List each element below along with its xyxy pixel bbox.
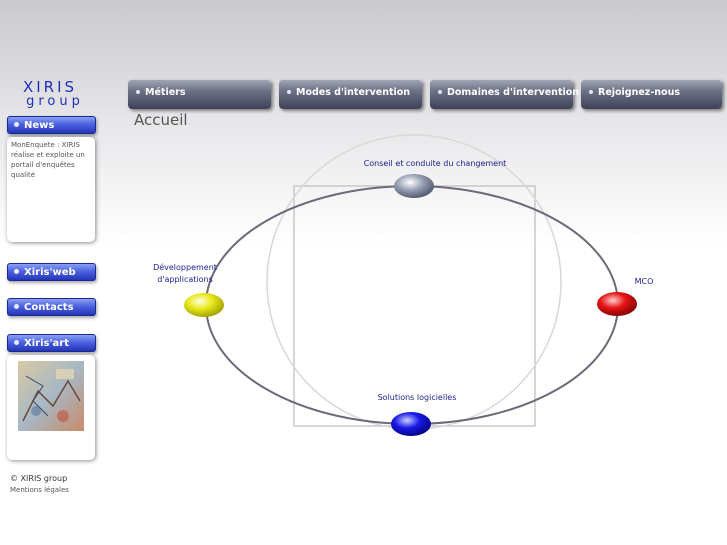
- node-left: [184, 293, 224, 317]
- nav-domaines-label: Domaines d'intervention: [447, 87, 580, 98]
- legal-link[interactable]: Mentions légales: [10, 486, 69, 494]
- news-label: News: [24, 120, 55, 131]
- nav-metiers[interactable]: Métiers: [128, 79, 271, 109]
- bullet-icon: [589, 90, 593, 94]
- label-developpement-line2[interactable]: d'applications: [157, 275, 213, 284]
- logo-line-2: group: [26, 94, 84, 109]
- bullet-icon: [136, 90, 140, 94]
- xirisart-button[interactable]: Xiris'art: [7, 334, 96, 352]
- nav-modes-label: Modes d'intervention: [296, 87, 411, 98]
- label-developpement-line1[interactable]: Développement: [153, 263, 217, 272]
- node-top: [394, 174, 434, 198]
- label-solutions[interactable]: Solutions logicielles: [377, 393, 457, 402]
- label-mco[interactable]: MCO: [634, 277, 654, 286]
- nav-rejoignez[interactable]: Rejoignez-nous: [581, 79, 722, 109]
- nav-rejoignez-label: Rejoignez-nous: [598, 87, 680, 98]
- xirisart-label: Xiris'art: [24, 338, 69, 349]
- xiris-logo[interactable]: XIRIS group: [14, 78, 86, 109]
- node-right: [597, 292, 637, 316]
- contacts-button[interactable]: Contacts: [7, 298, 96, 316]
- label-conseil[interactable]: Conseil et conduite du changement: [363, 159, 507, 168]
- bullet-icon: [14, 122, 19, 127]
- bullet-icon: [14, 269, 19, 274]
- nav-domaines[interactable]: Domaines d'intervention: [430, 79, 579, 109]
- contacts-label: Contacts: [24, 302, 74, 313]
- artwork-thumbnail[interactable]: [18, 361, 84, 431]
- bullet-icon: [14, 340, 19, 345]
- nav-metiers-label: Métiers: [145, 87, 186, 98]
- copyright: © XIRIS group: [10, 474, 68, 483]
- xirisart-panel: [7, 355, 95, 460]
- diagram-ellipse: [205, 185, 619, 425]
- xirisweb-button[interactable]: Xiris'web: [7, 263, 96, 281]
- page-title: Accueil: [134, 111, 188, 129]
- logo-line-1: XIRIS: [22, 78, 78, 96]
- bullet-icon: [14, 304, 19, 309]
- xirisweb-label: Xiris'web: [24, 267, 76, 278]
- bullet-icon: [287, 90, 291, 94]
- news-button[interactable]: News: [7, 116, 96, 134]
- diagram-square: [293, 185, 536, 427]
- diagram-circle: [266, 134, 562, 430]
- news-panel: MonEnquete : XIRIS réalise et exploite u…: [7, 137, 95, 242]
- news-text[interactable]: MonEnquete : XIRIS réalise et exploite u…: [11, 141, 85, 179]
- bullet-icon: [438, 90, 442, 94]
- nav-modes[interactable]: Modes d'intervention: [279, 79, 422, 109]
- node-bottom: [391, 412, 431, 436]
